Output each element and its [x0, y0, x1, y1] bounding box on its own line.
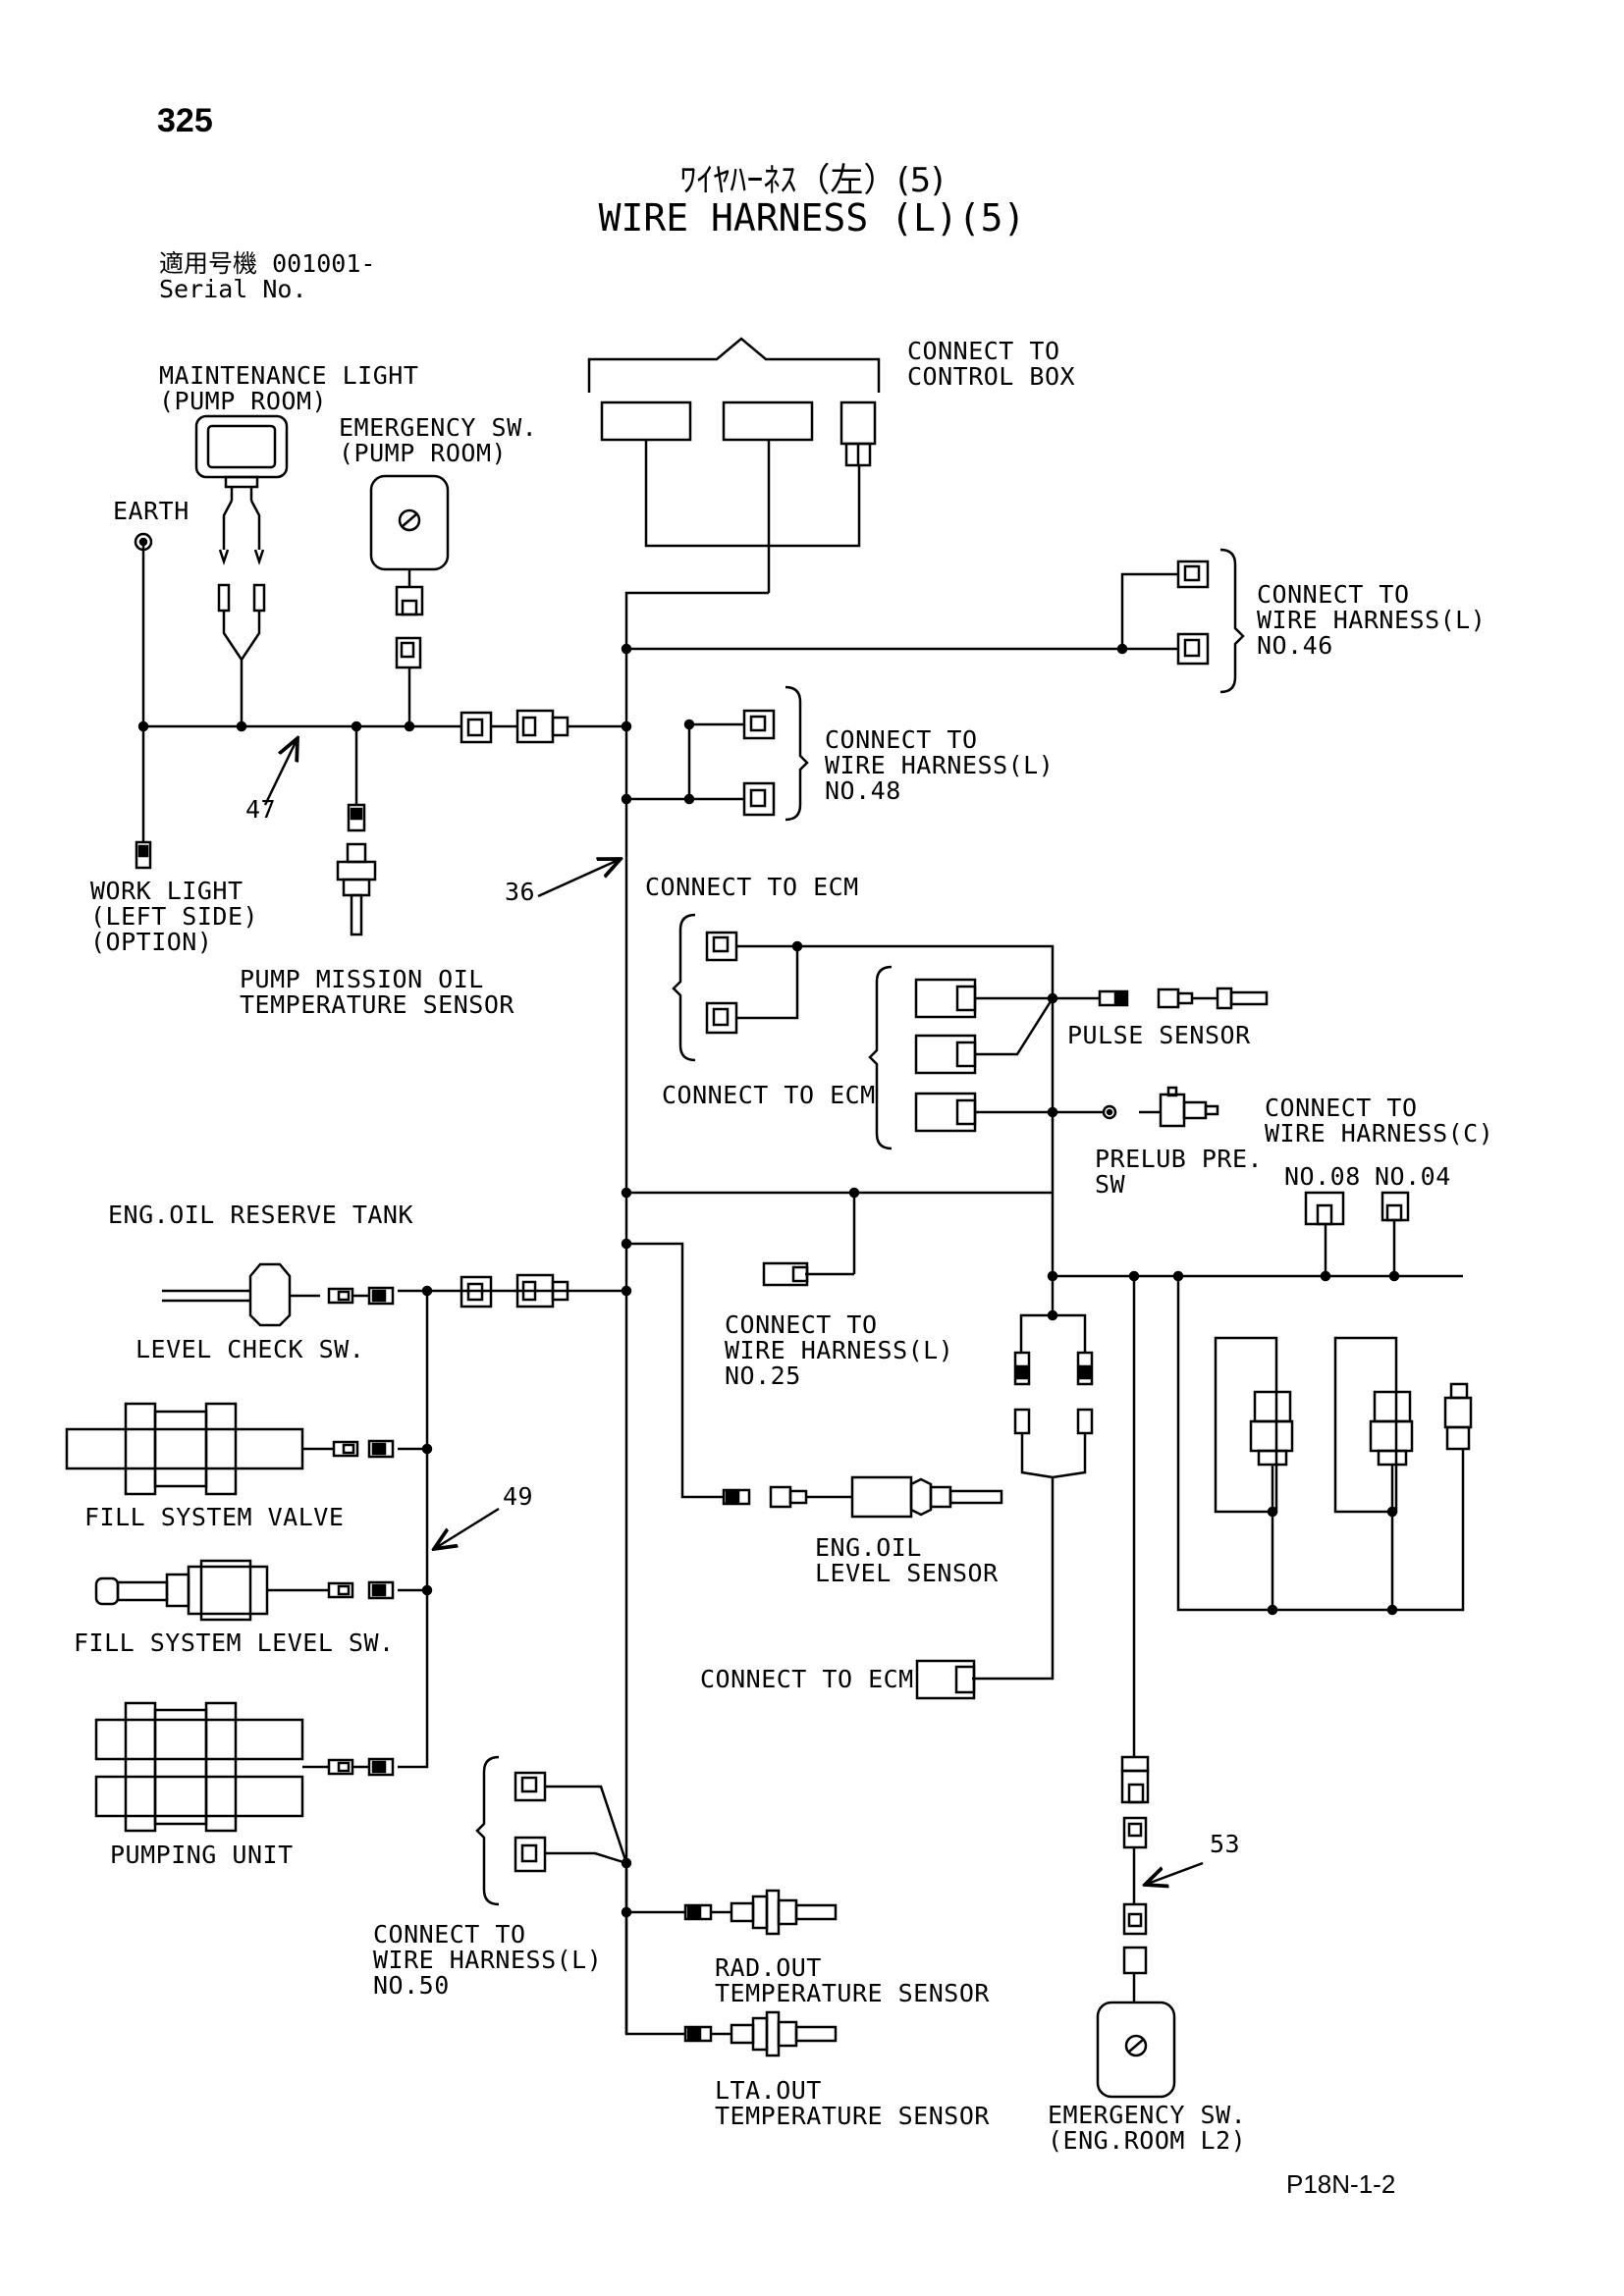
- label-emergency-sw-eng: EMERGENCY SW. (ENG.ROOM L2): [1048, 2101, 1247, 2155]
- serial-label-jp: 適用号機: [159, 249, 258, 278]
- control-box-connectors: [589, 339, 879, 593]
- label-lta-out: LTA.OUT TEMPERATURE SENSOR: [715, 2076, 990, 2130]
- label-connect-control-box: CONNECT TO CONTROL BOX: [907, 337, 1076, 391]
- label-fill-system-level-sw: FILL SYSTEM LEVEL SW.: [74, 1629, 395, 1657]
- label-pulse-sensor: PULSE SENSOR: [1067, 1021, 1251, 1049]
- label-pumping-unit: PUMPING UNIT: [110, 1841, 294, 1869]
- label-connect-wh-48: CONNECT TO WIRE HARNESS(L) NO.48: [825, 725, 1055, 805]
- serial-value: 001001-: [272, 249, 376, 278]
- label-ref-47: 47: [245, 795, 277, 824]
- label-earth: EARTH: [113, 497, 189, 525]
- label-ref-49: 49: [503, 1482, 534, 1511]
- page-number: 325: [157, 102, 213, 139]
- label-level-check-sw: LEVEL CHECK SW.: [135, 1335, 365, 1363]
- wh25-connector: [764, 1263, 807, 1285]
- label-ref-36: 36: [505, 878, 536, 906]
- serial-label-en: Serial No.: [159, 275, 307, 303]
- label-eng-oil-reserve: ENG.OIL RESERVE TANK: [108, 1201, 414, 1229]
- ecm-lower: [870, 967, 1267, 1148]
- label-connect-wh-50: CONNECT TO WIRE HARNESS(L) NO.50: [373, 1920, 603, 2000]
- wh-c-connectors: [917, 1193, 1471, 2097]
- branch-47: [135, 416, 621, 934]
- label-eng-oil-level: ENG.OIL LEVEL SENSOR: [815, 1533, 999, 1587]
- trunk-36: [568, 593, 1126, 2034]
- label-connect-wh-46: CONNECT TO WIRE HARNESS(L) NO.46: [1257, 580, 1487, 660]
- label-rad-out: RAD.OUT TEMPERATURE SENSOR: [715, 1953, 990, 2007]
- label-connect-ecm-1: CONNECT TO ECM: [645, 873, 859, 901]
- label-connect-wh-c: CONNECT TO WIRE HARNESS(C): [1265, 1094, 1494, 1148]
- label-no-04: NO.04: [1375, 1162, 1451, 1191]
- eng-oil-level-sensor: [724, 1477, 1001, 1517]
- wh50-and-temp-sensors: [477, 1757, 836, 2056]
- branch-49: [67, 1264, 568, 1831]
- label-prelub: PRELUB PRE. SW: [1095, 1145, 1264, 1199]
- label-work-light: WORK LIGHT (LEFT SIDE) (OPTION): [90, 877, 259, 956]
- ecm-upper: [674, 915, 1053, 1276]
- serial-block: 適用号機 001001- Serial No.: [159, 251, 375, 302]
- wh46-connectors: [1122, 550, 1243, 692]
- title-japanese: ﾜｲﾔﾊｰﾈｽ（左）(5): [679, 161, 945, 200]
- label-ref-53: 53: [1210, 1830, 1241, 1858]
- label-no-08: NO.08: [1284, 1162, 1361, 1191]
- label-connect-ecm-3: CONNECT TO ECM: [700, 1665, 914, 1693]
- label-fill-system-valve: FILL SYSTEM VALVE: [84, 1503, 345, 1531]
- wh48-connectors: [744, 687, 807, 820]
- drawing-code: P18N-1-2: [1286, 2169, 1396, 2199]
- label-pump-mission-oil: PUMP MISSION OIL TEMPERATURE SENSOR: [240, 965, 514, 1019]
- label-connect-ecm-2: CONNECT TO ECM: [662, 1081, 876, 1109]
- label-emergency-sw-pump: EMERGENCY SW. (PUMP ROOM): [339, 413, 538, 467]
- label-connect-wh-25: CONNECT TO WIRE HARNESS(L) NO.25: [725, 1310, 954, 1390]
- title-english: WIRE HARNESS (L)(5): [598, 196, 1026, 240]
- label-maintenance-light: MAINTENANCE LIGHT (PUMP ROOM): [159, 361, 419, 415]
